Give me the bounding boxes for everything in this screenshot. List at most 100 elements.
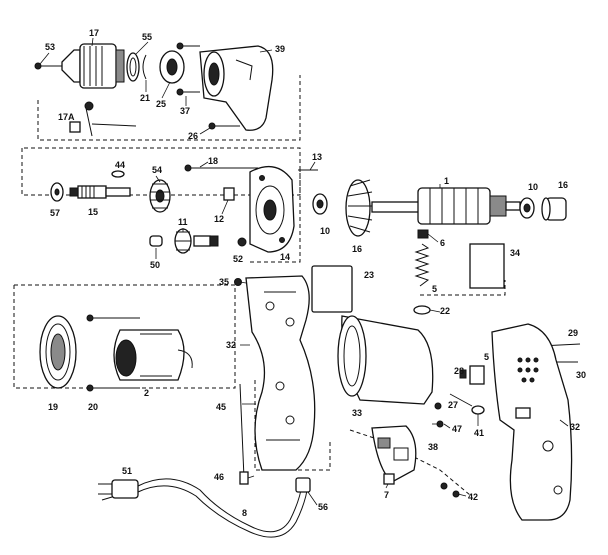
label-screw-30: 30	[576, 370, 586, 380]
label-cord-protector: 46	[214, 472, 224, 482]
cord-clamp	[295, 477, 311, 493]
label-chuck-key: 53	[45, 42, 55, 52]
field-screw	[86, 314, 140, 392]
label-plate	[469, 243, 505, 289]
intermediate-gear	[149, 179, 171, 213]
bearing-plate	[249, 165, 295, 253]
label-bearing-mid: 10	[320, 226, 330, 236]
screw-41	[471, 405, 485, 415]
label-nameplate: 23	[364, 270, 374, 280]
label-brush-spring: 5	[432, 284, 437, 294]
vent-holes	[517, 357, 539, 383]
label-plug: 51	[122, 466, 132, 476]
label-chuck-ring: 55	[142, 32, 152, 42]
end-cap	[149, 235, 163, 247]
label-screw-top: 37	[180, 106, 190, 116]
part-labels: 53 17 55 21 25 37 39 17A 26 44 57 15 54 …	[45, 28, 586, 518]
chuck-ring	[126, 52, 140, 82]
lower-left-outline	[13, 284, 236, 389]
handle-left	[245, 275, 316, 471]
lock-rod	[239, 383, 245, 479]
cord	[137, 478, 309, 538]
label-brush: 6	[440, 238, 445, 248]
baffle	[39, 315, 77, 389]
label-clutch-gear: 11	[178, 217, 188, 227]
motor-housing	[337, 315, 434, 405]
clutch-gear	[174, 228, 219, 254]
screw-27	[434, 402, 442, 410]
label-cord-clamp: 56	[318, 502, 328, 512]
label-bearing-rear: 10	[528, 182, 538, 192]
brush-holder	[469, 365, 485, 385]
label-screw-27: 27	[448, 400, 458, 410]
bearing-mid	[312, 193, 328, 215]
label-thrust-washer: 57	[50, 208, 60, 218]
label-switch: 38	[428, 442, 438, 452]
label-handle-right: 32	[570, 422, 580, 432]
screw-long	[184, 164, 258, 172]
label-retaining-ring: 21	[140, 93, 150, 103]
label-label-plate: 34	[510, 248, 520, 258]
label-cord: 8	[242, 508, 247, 518]
label-brush-holder: 5	[484, 352, 489, 362]
spindle-washer	[111, 170, 125, 178]
nameplate	[311, 265, 353, 313]
screw-top	[176, 42, 200, 96]
label-fan: 16	[352, 244, 362, 254]
label-spindle: 15	[88, 207, 98, 217]
label-end-cap: 50	[150, 260, 160, 270]
spindle	[69, 185, 131, 199]
label-washer-22: 22	[440, 306, 450, 316]
screws-42	[440, 482, 460, 498]
armature	[371, 187, 521, 225]
field	[113, 329, 193, 381]
label-screws-42: 42	[468, 492, 478, 502]
label-terminal: 28	[454, 366, 464, 376]
label-handle-left: 32	[226, 340, 236, 350]
label-bearing-small: 12	[214, 214, 224, 224]
brush-spring	[414, 243, 430, 287]
switch	[371, 425, 417, 483]
chuck-key	[34, 62, 62, 70]
brush	[417, 229, 429, 239]
switch-button	[383, 473, 395, 485]
label-chuck-key-holder: 17A	[58, 112, 75, 122]
label-bearing-plate: 14	[280, 252, 290, 262]
label-gear-case: 39	[275, 44, 285, 54]
label-screw-29: 29	[568, 328, 578, 338]
handle-right	[491, 323, 573, 521]
label-screw-47: 47	[452, 424, 462, 434]
chuck-key-holder	[69, 101, 137, 137]
label-key-pin: 13	[312, 152, 322, 162]
brush-outline	[420, 280, 506, 296]
middle-group-outline	[21, 147, 301, 196]
thrust-washer	[50, 182, 64, 202]
washer-22	[413, 305, 431, 315]
chuck	[61, 43, 125, 89]
retaining-ring	[142, 54, 147, 80]
label-screw-41: 41	[474, 428, 484, 438]
label-plate-screw: 52	[233, 254, 243, 264]
label-field-screw: 20	[88, 402, 98, 412]
cord-protector	[239, 471, 249, 485]
label-field: 2	[144, 388, 149, 398]
plug	[98, 479, 139, 501]
label-switch-button: 7	[384, 490, 389, 500]
gear-group-outline	[250, 168, 301, 263]
label-screw-long: 18	[208, 156, 218, 166]
fan	[345, 179, 373, 237]
label-lock-rod: 45	[216, 402, 226, 412]
label-screw-gear-case: 26	[188, 131, 198, 141]
label-chuck: 17	[89, 28, 99, 38]
bearing-small	[223, 187, 235, 201]
label-bearing-cap: 16	[558, 180, 568, 190]
label-motor-housing: 33	[352, 408, 362, 418]
label-armature: 1	[444, 176, 449, 186]
bearing-cap	[541, 197, 567, 221]
label-screw-35: 35	[219, 277, 229, 287]
leader-lines	[39, 37, 569, 506]
terminal	[459, 369, 467, 379]
gear-case	[199, 45, 274, 131]
screw-gear-case	[208, 122, 240, 130]
